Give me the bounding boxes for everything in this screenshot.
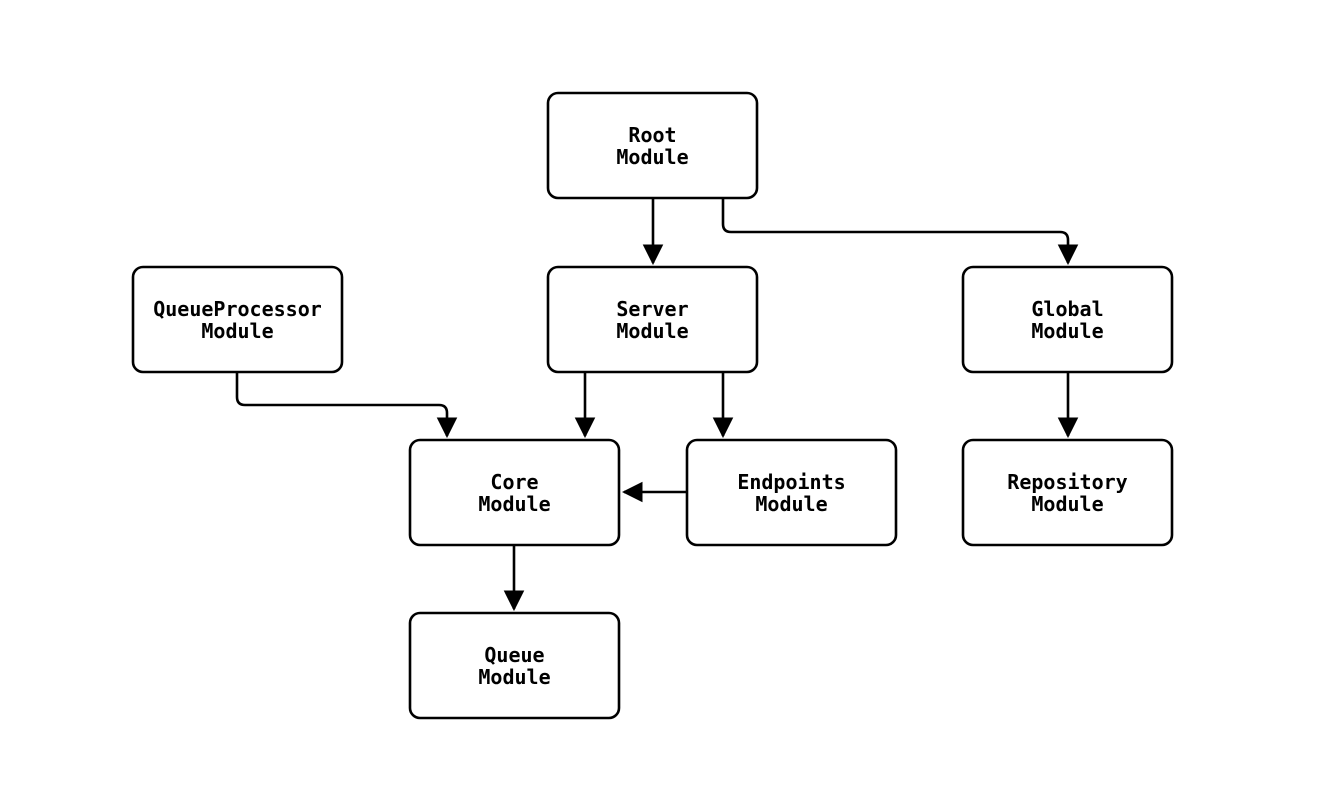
node-global-module: Global Module: [961, 265, 1174, 374]
node-endpoints-label-line2: Module: [755, 492, 827, 516]
node-root-module: Root Module: [546, 91, 759, 200]
diagram-edges: [235, 198, 1079, 612]
node-queue-box: [408, 611, 621, 720]
node-repository-module: Repository Module: [961, 438, 1174, 547]
node-server-label-line1: Server: [616, 297, 688, 321]
node-endpoints-module: Endpoints Module: [685, 438, 898, 547]
node-repository-box: [961, 438, 1174, 547]
node-global-box: [961, 265, 1174, 374]
node-global-label-line2: Module: [1031, 319, 1103, 343]
node-server-box: [546, 265, 759, 374]
node-queue-module: Queue Module: [408, 611, 621, 720]
node-queue-label-line1: Queue: [484, 643, 544, 667]
node-queueprocessor-module: QueueProcessor Module: [131, 265, 344, 374]
node-core-module: Core Module: [408, 438, 621, 547]
node-repository-label-line1: Repository: [1007, 470, 1127, 494]
node-global-label-line1: Global: [1031, 297, 1103, 321]
node-core-label-line1: Core: [490, 470, 538, 494]
node-core-box: [408, 438, 621, 547]
node-queueprocessor-label-line1: QueueProcessor: [153, 297, 322, 321]
node-core-label-line2: Module: [478, 492, 550, 516]
node-queue-label-line2: Module: [478, 665, 550, 689]
node-endpoints-box: [685, 438, 898, 547]
node-root-label-line1: Root: [628, 123, 676, 147]
node-queueprocessor-box: [131, 265, 344, 374]
node-endpoints-label-line1: Endpoints: [737, 470, 845, 494]
node-root-box: [546, 91, 759, 200]
node-queueprocessor-label-line2: Module: [201, 319, 273, 343]
node-root-label-line2: Module: [616, 145, 688, 169]
node-server-label-line2: Module: [616, 319, 688, 343]
edge-root-to-global: [721, 198, 1079, 266]
node-server-module: Server Module: [546, 265, 759, 374]
edge-queueprocessor-to-core: [235, 372, 458, 439]
node-repository-label-line2: Module: [1031, 492, 1103, 516]
